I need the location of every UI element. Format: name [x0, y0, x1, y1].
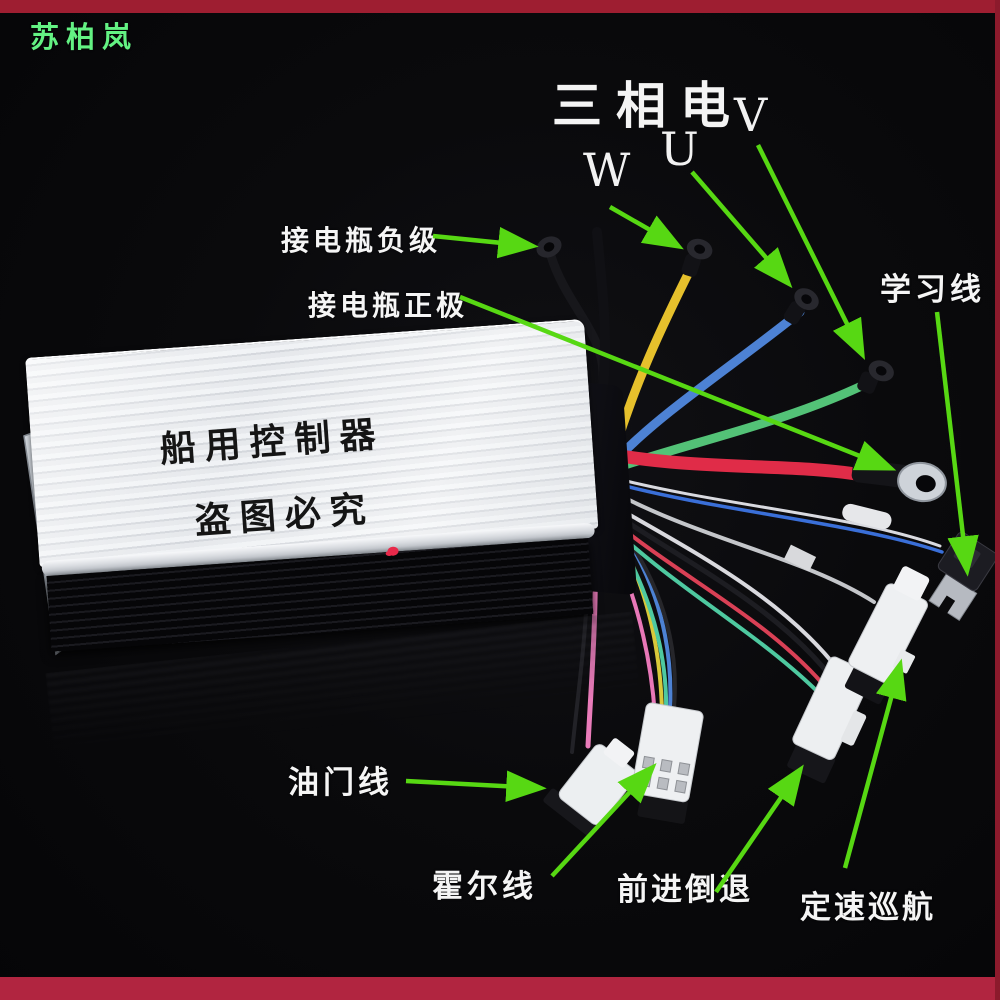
frame-right-bar: [995, 0, 1000, 1000]
wire-battery-positive-red: [591, 445, 875, 483]
wire-learning-white: [608, 475, 942, 548]
wire-fr-white: [602, 498, 842, 674]
arrow-phase-u: [690, 170, 793, 289]
arrow-throttle: [405, 770, 547, 802]
terminal-battery-positive: [851, 459, 947, 503]
phase-label-u: U: [660, 122, 699, 176]
label-learning-wire: 学习线: [880, 272, 985, 307]
phase-label-w: W: [583, 143, 631, 197]
label-hall-wire: 霍尔线: [432, 869, 537, 904]
wire-phase-v-green: [617, 377, 875, 471]
connector-throttle: [543, 738, 638, 837]
label-cruise-control: 定速巡航: [800, 890, 936, 925]
wire-cruise-gray: [604, 486, 876, 604]
terminal-phase-w: [681, 238, 713, 277]
frame-top-bar: [0, 0, 1000, 13]
frame-bottom-bar: [0, 977, 1000, 1000]
terminal-phase-v: [857, 360, 894, 394]
wire-fr-black: [599, 502, 835, 681]
arrow-learning: [934, 311, 979, 577]
label-throttle-wire: 油门线: [288, 765, 393, 800]
arrow-cruise: [842, 658, 907, 869]
controller-box: 船用控制器 盗图必究: [25, 318, 638, 659]
brand-watermark: 苏柏岚: [30, 22, 139, 54]
phase-label-v: V: [734, 88, 768, 142]
arrow-hall: [550, 763, 657, 878]
terminal-phase-u: [783, 288, 819, 325]
arrow-phase-w: [608, 205, 684, 250]
wire-phase-w-yellow: [611, 261, 697, 451]
label-battery-negative: 接电瓶负级: [281, 225, 442, 256]
connector-learning: [928, 531, 998, 621]
title-three-phase: 三相电: [552, 76, 744, 135]
wire-sleeve: [842, 503, 892, 530]
connector-cruise: [844, 566, 930, 705]
connector-forward-reverse: [787, 656, 872, 784]
arrow-battery-negative: [432, 226, 539, 259]
arrow-phase-v: [755, 143, 866, 361]
wire-phase-u-blue: [615, 307, 805, 461]
wire-learning-blue: [608, 480, 944, 554]
connector-hall: [631, 702, 704, 824]
label-forward-reverse: 前进倒退: [617, 872, 753, 907]
wire-tag: [783, 544, 817, 572]
terminal-battery-negative: [536, 236, 562, 258]
label-battery-positive: 接电瓶正极: [308, 290, 469, 321]
